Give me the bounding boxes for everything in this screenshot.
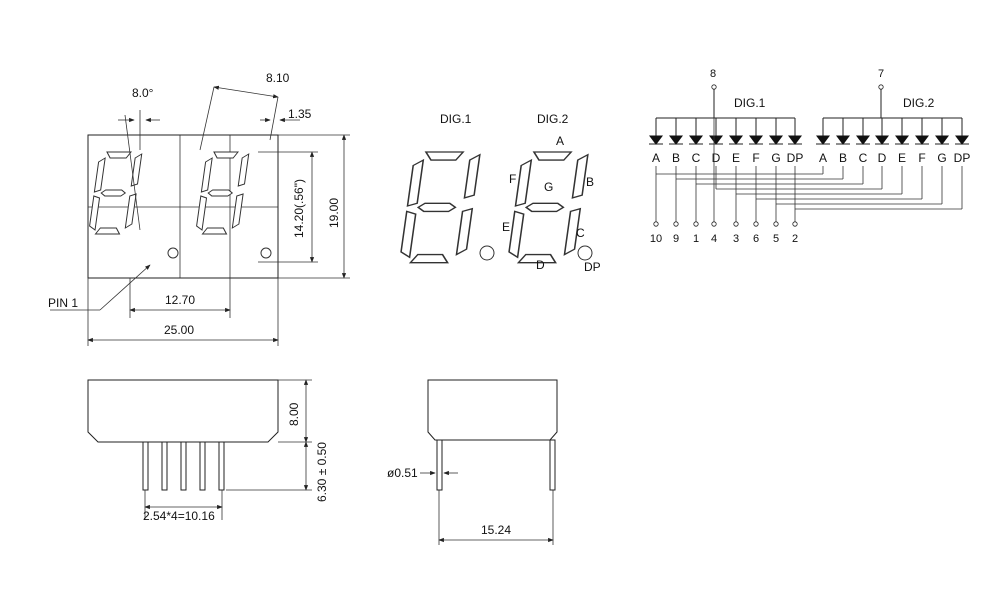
seg-label-dp: DP [584,260,601,274]
end-view: ø0.51 15.24 [387,379,558,545]
schematic-seg-label-dig1-4: E [732,151,740,165]
segment-view: DIG.1 DIG.2 A B C D E F G DP [398,112,601,274]
schematic-seg-label-dig2-2: C [859,151,868,165]
diode-dig2-a [816,135,830,145]
side-view: 8.00 6.30 ± 0.50 2.54*4=10.16 [87,379,329,523]
wiring [655,166,963,210]
schematic-seg-label-dig1-2: C [692,151,701,165]
end-body [427,379,558,441]
seg-label-g: G [544,180,553,194]
dig1-label: DIG.1 [440,112,472,126]
pin-number-4: 4 [711,233,717,245]
pin-length-label: 6.30 ± 0.50 [315,442,329,502]
front-dp-2 [260,247,272,259]
seg-label-a: A [556,134,564,148]
diode-array [649,118,969,145]
width-label: 25.00 [164,323,194,337]
height-label: 19.00 [327,198,341,228]
schematic-seg-label-dig2-4: E [898,151,906,165]
diode-dig1-dp [788,135,802,145]
diode-dig2-d [875,135,889,145]
diode-dig1-g [769,135,783,145]
row-spacing-label: 15.24 [481,523,511,537]
digit-width-label: 8.10 [266,71,290,85]
pin-diameter-label: ø0.51 [387,466,418,480]
schematic-seg-label-dig2-0: A [819,151,827,165]
pin-number-10: 10 [650,233,662,245]
common-pin-8: 8 [710,68,716,80]
pin-number-3: 3 [733,233,739,245]
diode-dig1-e [729,135,743,145]
schematic-seg-label-dig2-5: F [918,151,925,165]
diode-dig2-g [935,135,949,145]
front-view: 8.0° 8.10 1.35 14.20(.56") 19.00 12.70 2… [48,71,350,346]
pitch-label: 12.70 [165,293,195,307]
diode-dig2-b [836,135,850,145]
diode-dig2-f [915,135,929,145]
pin-number-2: 2 [792,233,798,245]
schematic-seg-label-dig1-0: A [652,151,660,165]
dig2-label: DIG.2 [537,112,569,126]
seg-width-label: 1.35 [288,107,312,121]
pin-spacing-label: 2.54*4=10.16 [143,509,215,523]
schematic-seg-label-dig1-1: B [672,151,680,165]
schematic-seg-label-dig2-6: G [937,151,946,165]
schematic-seg-label-dig2-3: D [878,151,887,165]
body-height-label: 8.00 [287,402,301,426]
schematic-seg-label-dig1-3: D [712,151,721,165]
segment-digit-2 [506,151,589,264]
schematic-seg-label-dig1-7: DP [787,151,804,165]
schematic-seg-label-dig2-7: DP [954,151,971,165]
pin-number-9: 9 [673,233,679,245]
segment-dp-1 [479,245,495,261]
pin-number-5: 5 [773,233,779,245]
seg-label-d: D [536,258,545,272]
diode-dig2-dp [955,135,969,145]
seg-label-e: E [502,220,510,234]
digit-height-label: 14.20(.56") [292,179,306,238]
segment-dp-2 [577,245,593,261]
common-pin-7: 7 [878,68,884,80]
schematic-dig2-label: DIG.2 [903,96,935,110]
schematic-dig1-label: DIG.1 [734,96,766,110]
schematic-seg-label-dig1-6: G [771,151,780,165]
pin-number-6: 6 [753,233,759,245]
diode-dig2-c [856,135,870,145]
diode-dig1-c [689,135,703,145]
seg-label-c: C [576,226,585,240]
diode-dig1-d [709,135,723,145]
diode-dig1-f [749,135,763,145]
pin-number-1: 1 [693,233,699,245]
diode-dig2-e [895,135,909,145]
schematic-seg-label-dig2-1: B [839,151,847,165]
schematic-seg-label-dig1-5: F [752,151,759,165]
segment-digit-1 [398,151,481,264]
pin1-label: PIN 1 [48,296,78,310]
seg-label-b: B [586,175,594,189]
angle-label: 8.0° [132,86,154,100]
front-dp-1 [167,247,179,259]
diode-dig1-a [649,135,663,145]
side-body [87,379,279,443]
seg-label-f: F [509,172,516,186]
diode-dig1-b [669,135,683,145]
